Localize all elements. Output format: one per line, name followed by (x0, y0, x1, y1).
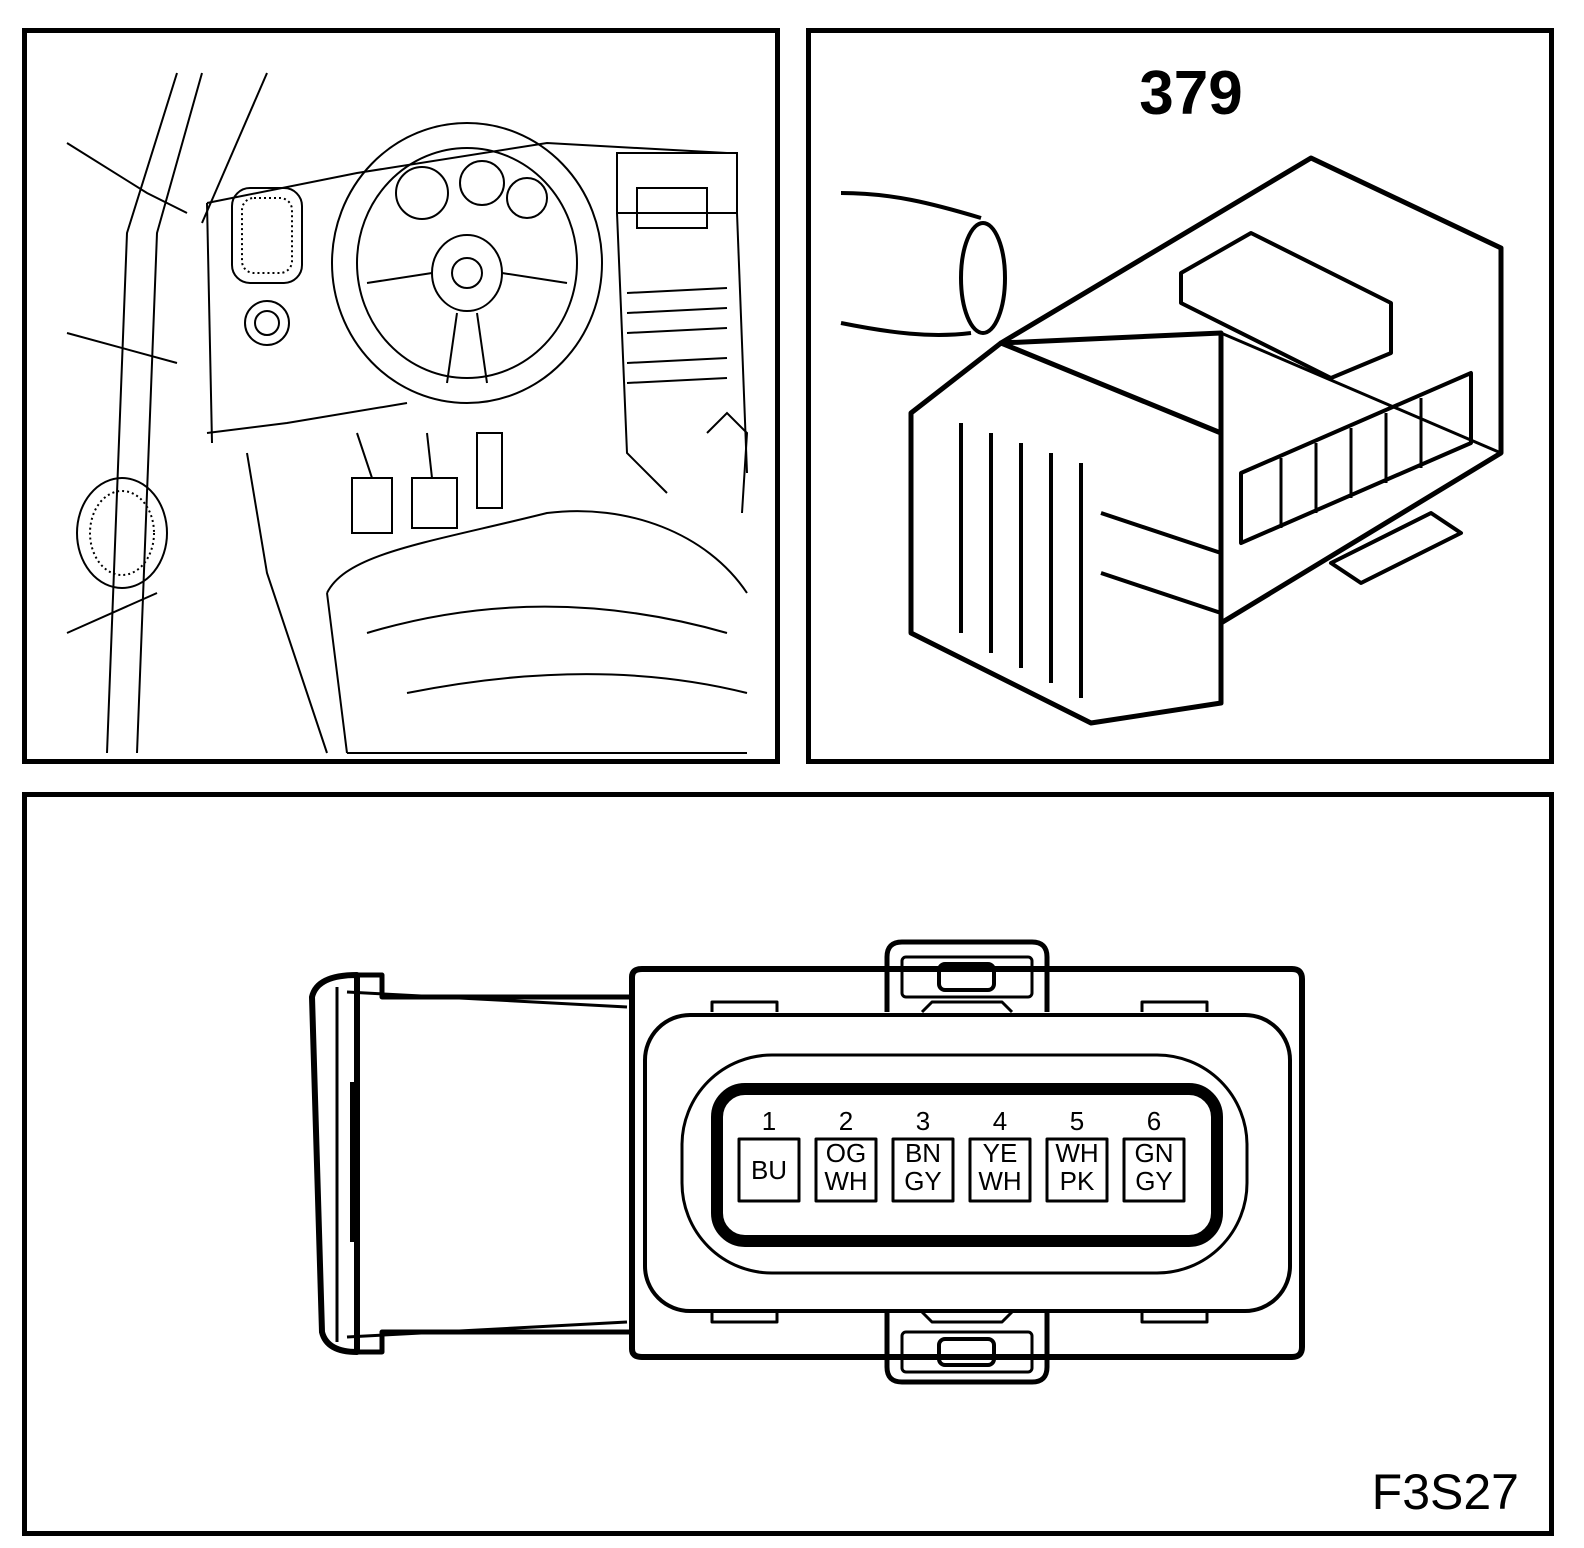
connector-plug-panel: 379 (806, 28, 1554, 764)
pin-number: 5 (1070, 1106, 1084, 1136)
wire-color-code: BU (751, 1155, 787, 1185)
wire-color-code: WH (824, 1166, 867, 1196)
pin-cavity (968, 1137, 1032, 1203)
pin-cavity (1122, 1137, 1186, 1203)
wire-color-code: OG (826, 1138, 866, 1168)
figure-code: F3S27 (1371, 1464, 1519, 1520)
pin-number: 2 (839, 1106, 853, 1136)
wire-color-code: GY (904, 1166, 942, 1196)
wire-color-code: WH (978, 1166, 1021, 1196)
wire-color-code: YE (983, 1138, 1018, 1168)
wire-color-code: GY (1135, 1166, 1173, 1196)
pin-number: 4 (993, 1106, 1007, 1136)
pin-number: 3 (916, 1106, 930, 1136)
pin-1: 1BU (737, 1106, 801, 1203)
pin-cavity (1045, 1137, 1109, 1203)
wire-color-code: GN (1135, 1138, 1174, 1168)
wire-color-code: WH (1055, 1138, 1098, 1168)
pin-cavity (814, 1137, 878, 1203)
connector-number: 379 (1139, 59, 1243, 128)
vehicle-interior-illustration (66, 72, 749, 754)
pin-cavity (891, 1137, 955, 1203)
connector-plug-illustration (840, 155, 1504, 726)
pin-number: 6 (1147, 1106, 1161, 1136)
vehicle-interior-panel (22, 28, 780, 764)
pin-number: 1 (762, 1106, 776, 1136)
wire-color-code: BN (905, 1138, 941, 1168)
wire-color-code: PK (1060, 1166, 1095, 1196)
pin-cavity (737, 1137, 801, 1203)
